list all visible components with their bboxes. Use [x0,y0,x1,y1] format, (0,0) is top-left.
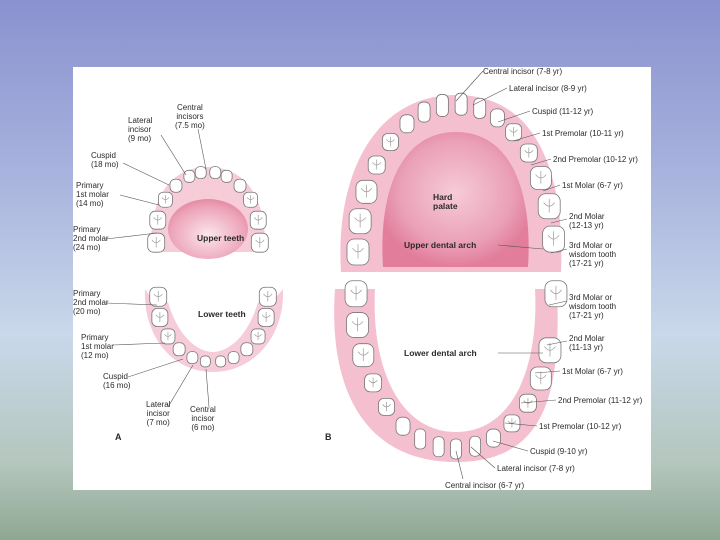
permanent-upper-tooth-8 [436,94,448,116]
leader-line [120,195,159,205]
primary-upper-tooth-4 [170,179,182,192]
primary-lower-tooth-11 [258,309,274,327]
permanent-upper-tooth-2 [349,209,371,234]
permanent-lower-tooth-4 [365,374,382,392]
label-lower-central-incisor: Central incisor (6-7 yr) [445,481,524,490]
label-upper-central-incisor: Central incisor (7-8 yr) [483,67,562,76]
primary-upper-arch [151,167,265,259]
leader-line [123,163,169,185]
permanent-upper-tooth-6 [400,115,414,133]
primary-lower-tooth-8 [228,352,239,364]
permanent-lower-tooth-8 [433,437,444,457]
permanent-lower-tooth-7 [415,429,426,449]
primary-upper-tooth-11 [250,211,266,229]
leader-line [198,129,206,169]
label-primary-lower-lateral-incisor: Lateralincisor(7 mo) [146,400,170,427]
permanent-lower-tooth-1 [345,281,367,307]
permanent-lower-tooth-11 [486,429,500,447]
label-lower-lateral-incisor: Lateral incisor (7-8 yr) [497,464,575,473]
label-upper-first-premolar: 1st Premolar (10-11 yr) [542,129,624,138]
permanent-upper-tooth-12 [506,124,522,141]
label-primary-lower-cuspid: Cuspid(16 mo) [103,372,131,390]
primary-lower-tooth-10 [251,329,265,344]
leader-line [168,365,193,407]
primary-lower-tooth-3 [161,329,175,344]
label-lower-second-premolar: 2nd Premolar (11-12 yr) [558,396,642,405]
label-upper-cuspid: Cuspid (11-12 yr) [532,107,593,116]
leader-line [206,369,209,407]
primary-upper-tooth-7 [210,167,221,179]
permanent-upper-tooth-5 [382,134,398,151]
permanent-lower-tooth-2 [347,313,369,338]
permanent-upper-tooth-3 [356,180,377,203]
leader-line [113,343,165,345]
label-upper-first-molar: 1st Molar (6-7 yr) [562,181,623,190]
primary-upper-palate [168,199,248,259]
panel-label-b: B [325,433,332,442]
primary-upper-tooth-2 [150,211,166,229]
primary-lower-tooth-4 [173,343,185,356]
permanent-lower-tooth-10 [470,436,481,456]
permanent-upper-tooth-14 [530,167,551,190]
primary-lower-tooth-12 [259,287,276,306]
label-upper-dental-arch: Upper dental arch [404,241,476,250]
permanent-upper-tooth-4 [368,156,385,174]
primary-upper-tooth-5 [184,170,195,182]
primary-lower-tooth-7 [216,356,226,367]
label-primary-lateral-incisor: Lateralincisor(9 mo) [128,116,152,143]
label-lower-first-molar: 1st Molar (6-7 yr) [562,367,623,376]
label-lower-dental-arch: Lower dental arch [404,349,477,358]
primary-lower-tooth-5 [187,352,198,364]
primary-upper-tooth-12 [251,233,268,252]
leader-line [161,135,186,175]
permanent-upper-tooth-1 [347,239,369,265]
label-lower-cuspid: Cuspid (9-10 yr) [530,447,587,456]
label-lower-teeth: Lower teeth [198,310,246,319]
label-primary-cuspid: Cuspid(18 mo) [91,151,119,169]
panel-label-a: A [115,433,122,442]
primary-lower-tooth-9 [241,343,253,356]
permanent-upper-tooth-16 [543,226,565,252]
label-upper-lateral-incisor: Lateral incisor (8-9 yr) [509,84,587,93]
permanent-lower-tooth-5 [379,398,395,415]
permanent-lower-tooth-3 [353,344,374,367]
primary-upper-tooth-6 [195,167,206,179]
primary-upper-tooth-8 [221,170,232,182]
permanent-lower-tooth-15 [539,338,561,363]
primary-lower-tooth-2 [152,309,168,327]
permanent-upper-tooth-13 [520,144,537,162]
label-upper-teeth: Upper teeth [197,234,244,243]
permanent-upper-tooth-15 [538,194,560,219]
primary-upper-tooth-9 [234,179,246,192]
primary-lower-tooth-1 [150,287,167,306]
primary-upper-tooth-3 [158,192,172,207]
primary-upper-tooth-1 [148,233,165,252]
label-upper-second-molar: 2nd Molar(12-13 yr) [569,212,605,230]
leader-line [128,359,183,377]
permanent-lower-tooth-16 [545,281,567,307]
permanent-lower-tooth-14 [530,367,551,390]
primary-lower-tooth-6 [200,356,210,367]
label-lower-second-molar: 2nd Molar(11-13 yr) [569,334,605,352]
label-lower-first-premolar: 1st Premolar (10-12 yr) [539,422,621,431]
permanent-upper-tooth-9 [455,93,467,115]
permanent-upper-tooth-7 [418,102,430,122]
permanent-lower-tooth-9 [451,439,462,459]
label-upper-second-premolar: 2nd Premolar (10-12 yr) [553,155,638,164]
primary-upper-tooth-10 [244,192,258,207]
permanent-lower-tooth-6 [396,417,410,435]
permanent-upper-tooth-11 [490,109,504,127]
